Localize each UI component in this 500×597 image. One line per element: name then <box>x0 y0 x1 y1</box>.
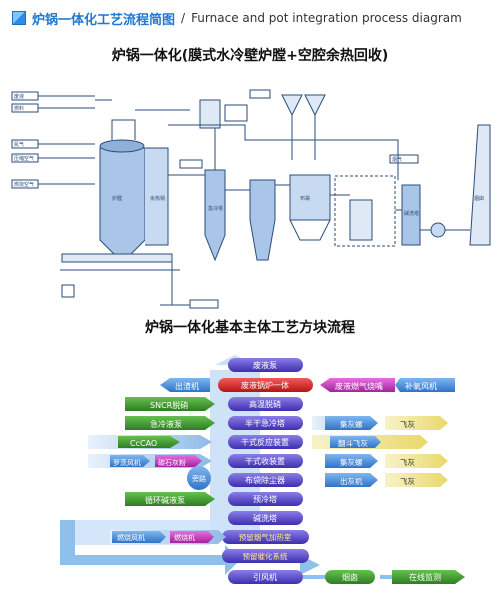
svg-text:出渣机: 出渣机 <box>175 381 199 391</box>
center-stack: 废液泵 废液锅炉一体 高温脱硝 半干急冷塔 干式反应装置 干式收装置 布袋除尘器… <box>218 358 313 584</box>
svg-text:燃烧机: 燃烧机 <box>174 533 195 542</box>
svg-text:旁路: 旁路 <box>192 474 206 483</box>
center-item <box>228 416 303 430</box>
svg-text:烟气: 烟气 <box>392 156 402 163</box>
header-square-icon <box>12 11 26 25</box>
center-item <box>228 511 303 525</box>
svg-text:飞灰: 飞灰 <box>400 419 415 429</box>
bottom-flow: 烟囱 在线监测 <box>303 570 465 584</box>
svg-text:引风机: 引风机 <box>253 572 277 582</box>
svg-text:压缩空气: 压缩空气 <box>14 155 34 162</box>
svg-text:出灰机: 出灰机 <box>340 476 363 486</box>
diagram2-title: 炉锅一体化基本主体工艺方块流程 <box>145 320 355 336</box>
svg-text:干式收装置: 干式收装置 <box>245 456 285 466</box>
svg-text:预留催化系统: 预留催化系统 <box>243 551 288 561</box>
center-item <box>228 492 303 506</box>
center-item <box>228 358 303 372</box>
svg-text:炉膛: 炉膛 <box>112 195 122 202</box>
header-separator: / <box>181 11 186 25</box>
svg-text:布袋: 布袋 <box>300 195 310 202</box>
header-title-zh: 炉锅一体化工艺流程简图 <box>32 12 176 28</box>
svg-text:急冷塔: 急冷塔 <box>208 205 223 212</box>
left-out-0: 出渣机 <box>160 378 210 392</box>
right-inputs: 废液燃气烧嘴 补氧风机 <box>320 378 455 392</box>
right-outputs: 集灰螺 飞灰 翻斗飞灰 集灰螺 飞灰 出灰机 飞灰 <box>312 416 448 487</box>
svg-text:SNCR脱硝: SNCR脱硝 <box>150 400 188 410</box>
right-in-1: 补氧风机 <box>405 381 437 391</box>
svg-text:烟囱: 烟囱 <box>342 572 358 582</box>
svg-text:飞灰: 飞灰 <box>400 476 415 486</box>
header: 炉锅一体化工艺流程简图 / Furnace and pot integratio… <box>12 8 462 28</box>
center-item <box>228 570 303 584</box>
svg-text:燃烧风机: 燃烧风机 <box>117 533 145 542</box>
left-inputs: SNCR脱硝 急冷液泵 CcCAO 罗茨风机 碳石灰粉 循环碱液泵 燃烧风机 燃… <box>88 397 226 544</box>
svg-text:干式反应装置: 干式反应装置 <box>241 437 289 447</box>
svg-text:翻斗飞灰: 翻斗飞灰 <box>338 438 368 448</box>
svg-text:在线监测: 在线监测 <box>409 572 441 582</box>
diagram1-title: 炉锅一体化(膜式水冷壁炉膛+空腔余热回收) <box>111 48 389 64</box>
center-item <box>228 435 303 449</box>
monitor-item <box>392 570 465 584</box>
center-item <box>228 473 303 487</box>
svg-text:CcCAO: CcCAO <box>130 439 157 448</box>
svg-text:废液泵: 废液泵 <box>253 360 277 370</box>
svg-text:燃料: 燃料 <box>14 105 24 112</box>
svg-text:预留烟气加热室: 预留烟气加热室 <box>239 532 292 542</box>
svg-text:余热锅: 余热锅 <box>150 195 165 202</box>
center-item <box>222 549 309 563</box>
header-title-en: Furnace and pot integration process diag… <box>191 11 462 25</box>
svg-text:高温脱硝: 高温脱硝 <box>249 399 281 409</box>
svg-text:废液锅炉一体: 废液锅炉一体 <box>241 380 289 390</box>
svg-text:急冷液泵: 急冷液泵 <box>150 419 182 429</box>
svg-text:碳石灰粉: 碳石灰粉 <box>158 458 186 467</box>
svg-text:氮气: 氮气 <box>14 141 24 148</box>
svg-text:半干急冷塔: 半干急冷塔 <box>245 418 285 428</box>
center-item <box>228 454 303 468</box>
right-in-0: 废液燃气烧嘴 <box>335 381 383 391</box>
bypass-circle <box>187 466 211 490</box>
svg-text:废液: 废液 <box>14 93 24 100</box>
svg-text:罗茨风机: 罗茨风机 <box>113 458 141 467</box>
svg-text:布袋除尘器: 布袋除尘器 <box>245 475 285 485</box>
stack-item <box>325 570 375 584</box>
process-flow-diagram: 废液 燃料 氮气 压缩空气 燃烧空气 炉膛 余热锅 急冷塔 布袋 碱洗塔 烟气 … <box>11 89 491 309</box>
center-item <box>222 530 309 544</box>
svg-text:烟囱: 烟囱 <box>474 195 484 202</box>
svg-text:燃烧空气: 燃烧空气 <box>14 181 34 188</box>
svg-text:碱洗塔: 碱洗塔 <box>404 210 419 217</box>
svg-text:集灰螺: 集灰螺 <box>340 457 363 467</box>
svg-text:碱洗塔: 碱洗塔 <box>253 513 277 523</box>
svg-text:集灰螺: 集灰螺 <box>340 419 363 429</box>
svg-text:飞灰: 飞灰 <box>400 457 415 467</box>
center-item <box>228 397 303 411</box>
svg-text:预冷塔: 预冷塔 <box>253 494 277 504</box>
svg-text:循环碱液泵: 循环碱液泵 <box>145 495 185 505</box>
center-item <box>218 378 313 392</box>
